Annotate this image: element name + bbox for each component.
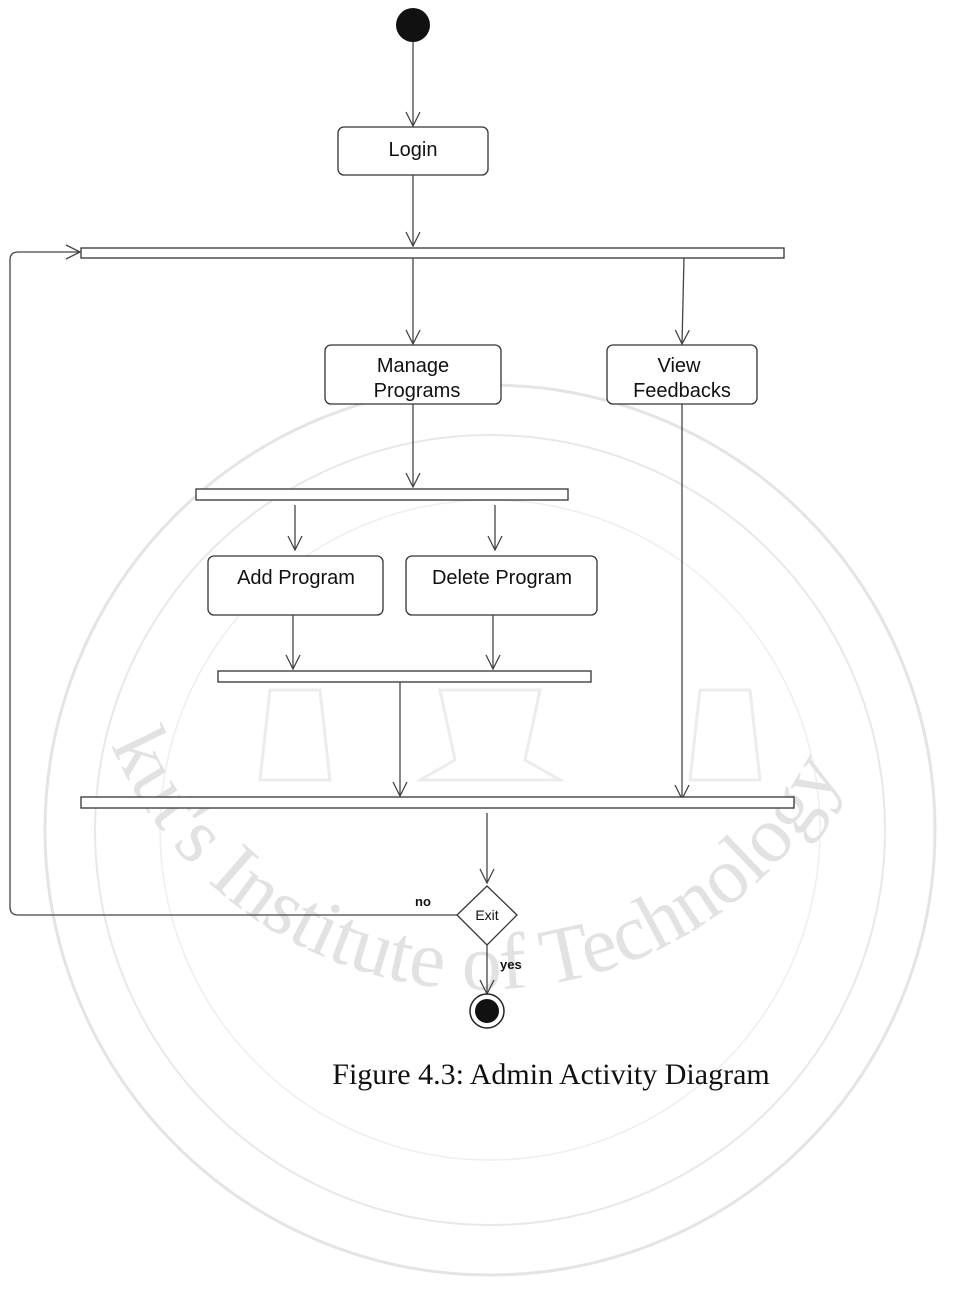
delete-program-label: Delete Program bbox=[432, 567, 572, 589]
guard-yes: yes bbox=[500, 957, 522, 972]
view-feedbacks-line2: Feedbacks bbox=[633, 380, 731, 402]
manage-programs-line2: Programs bbox=[374, 380, 461, 402]
figure-caption: Figure 4.3: Admin Activity Diagram bbox=[332, 1058, 769, 1091]
edge-fork-view bbox=[682, 257, 684, 344]
join-bar-main bbox=[80, 796, 795, 809]
decision-exit: Exit bbox=[456, 885, 518, 946]
edge-loop-back bbox=[9, 252, 457, 916]
guard-no: no bbox=[415, 894, 431, 909]
fork-bar-main bbox=[80, 247, 785, 259]
final-node bbox=[469, 993, 505, 1029]
join-bar-programs bbox=[217, 670, 592, 683]
action-add-program: Add Program bbox=[207, 555, 384, 616]
initial-node bbox=[396, 8, 430, 42]
action-delete-program: Delete Program bbox=[405, 555, 598, 616]
view-feedbacks-line1: View bbox=[658, 355, 702, 377]
action-manage-programs: Manage Programs bbox=[324, 344, 502, 405]
fork-bar-programs bbox=[195, 488, 569, 501]
action-login-label: Login bbox=[389, 139, 438, 161]
add-program-label: Add Program bbox=[237, 567, 355, 589]
action-login: Login bbox=[337, 126, 489, 176]
manage-programs-line1: Manage bbox=[377, 355, 449, 377]
decision-exit-label: Exit bbox=[475, 907, 498, 923]
action-view-feedbacks: View Feedbacks bbox=[606, 344, 758, 405]
